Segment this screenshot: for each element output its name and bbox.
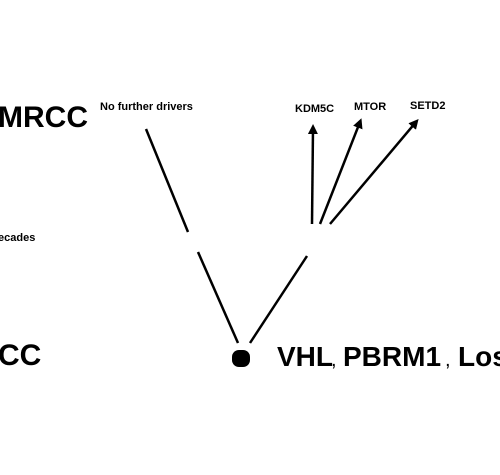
label-separator-2: ,	[445, 349, 451, 371]
label-no-further-drivers: No further drivers	[100, 101, 193, 113]
label-pbrm1: PBRM1	[343, 341, 441, 372]
branch-left-lower	[196, 251, 240, 344]
root-node	[232, 350, 250, 367]
label-kdm5c: KDM5C	[295, 103, 334, 115]
label-mtor: MTOR	[354, 101, 386, 113]
arrow-mtor	[318, 118, 363, 225]
label-ccrcc: CC	[0, 339, 41, 372]
arrow-kdm5c	[307, 124, 318, 225]
arrow-setd2	[329, 118, 419, 225]
label-mrcc: MRCC	[0, 101, 88, 134]
label-setd2: SETD2	[410, 100, 445, 112]
branch-left-upper	[144, 128, 190, 233]
branch-right-trunk	[248, 255, 309, 344]
label-vhl: VHL	[277, 341, 333, 372]
label-los: Los	[458, 341, 500, 372]
label-decades: ecades	[0, 232, 35, 244]
label-separator-1: ,	[331, 349, 337, 371]
